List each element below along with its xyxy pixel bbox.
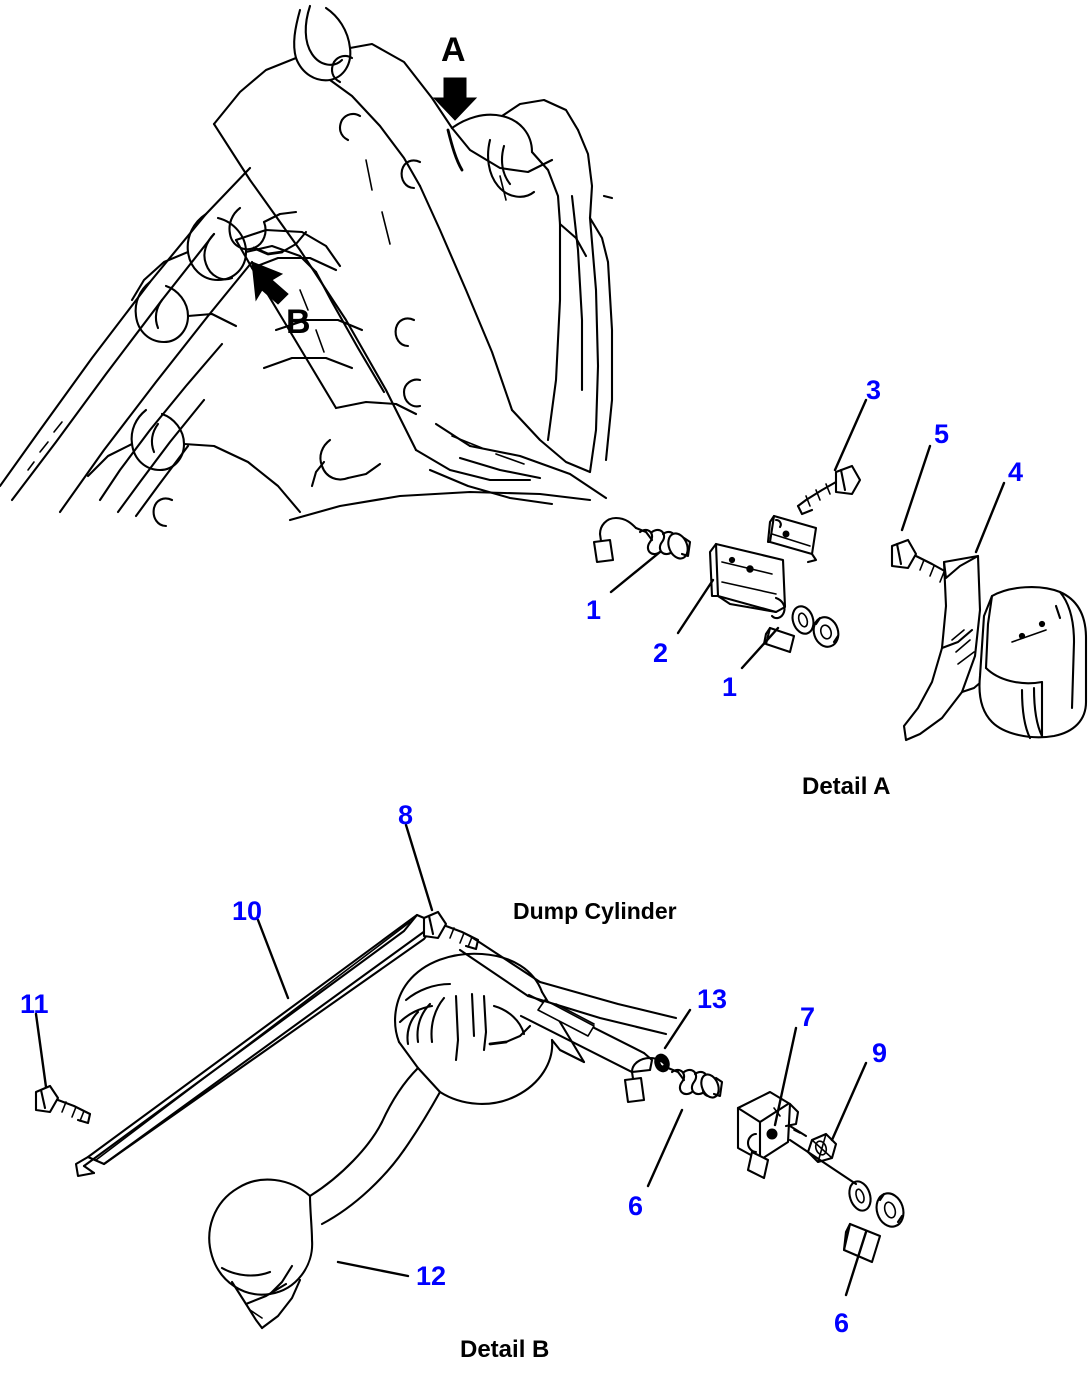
leader-detail-b-11-2	[34, 1012, 48, 1089]
callout-1: 1	[586, 595, 602, 625]
part-elbow-fitting-b	[623, 1056, 724, 1104]
part-cylinder-tube	[519, 993, 654, 1074]
leader-detail-b-6-6	[646, 1108, 684, 1188]
leader-detail-b-6-7	[844, 1230, 868, 1297]
callout-7: 7	[800, 1002, 816, 1032]
part-elbow-fitting-a	[592, 516, 692, 564]
part-mount-plate	[766, 514, 818, 564]
part-bracket-plate-2	[708, 542, 787, 620]
detail-b-art	[34, 910, 905, 1330]
leader-detail-a-5-4	[900, 444, 932, 532]
leader-detail-a-1-2	[740, 626, 780, 670]
callout-9: 9	[872, 1038, 888, 1068]
leader-detail-b-7-4	[773, 1026, 798, 1127]
leader-detail-a-1-0	[609, 550, 662, 594]
part-washer-13	[654, 1053, 670, 1073]
callout-leader-lines	[34, 398, 1006, 1297]
callout-5: 5	[934, 419, 950, 449]
arrow-a-down	[432, 77, 478, 121]
leader-detail-a-2-1	[676, 578, 715, 635]
callout-13: 13	[697, 984, 728, 1014]
loader-arm-assembly-art	[0, 4, 614, 528]
leader-detail-a-3-3	[833, 398, 868, 472]
leader-detail-b-8-0	[404, 823, 434, 912]
callout-2: 2	[653, 638, 669, 668]
leader-detail-b-13-3	[663, 1008, 692, 1050]
callout-3: 3	[866, 375, 882, 405]
view-mark-b: B	[286, 303, 311, 341]
part-dump-cylinder	[208, 952, 586, 1330]
part-bolt-11	[34, 1084, 92, 1125]
callout-11: 11	[20, 989, 49, 1019]
part-washers-plate-6	[788, 1138, 905, 1264]
part-valve-block-7	[736, 1090, 800, 1180]
leader-detail-b-9-5	[830, 1061, 868, 1142]
part-bolt-8	[422, 910, 480, 951]
arrow-b-upleft	[251, 261, 289, 305]
detail-a-title: Detail A	[802, 773, 891, 800]
part-upper-tube	[458, 934, 678, 1036]
callout-12: 12	[416, 1261, 447, 1291]
leader-detail-b-10-1	[256, 918, 290, 1000]
part-cylinder-end-a	[978, 586, 1088, 740]
leader-detail-b-12-8	[336, 1260, 410, 1278]
part-guard-bar-10	[74, 913, 438, 1178]
detail-a-art	[592, 464, 1088, 742]
callout-6: 6	[628, 1191, 644, 1221]
callout-10: 10	[232, 896, 263, 926]
detail-b-title: Detail B	[460, 1336, 550, 1363]
callout-8: 8	[398, 800, 414, 830]
view-direction-arrows	[251, 77, 478, 305]
dump-cylinder-label: Dump Cylinder	[513, 898, 677, 924]
callout-4: 4	[1008, 457, 1024, 487]
part-bolt-3	[796, 464, 862, 516]
part-shield-4	[902, 554, 990, 742]
leader-detail-a-4-5	[974, 481, 1006, 554]
view-mark-a: A	[441, 31, 466, 69]
callout-6: 6	[834, 1308, 850, 1338]
callout-1: 1	[722, 672, 738, 702]
